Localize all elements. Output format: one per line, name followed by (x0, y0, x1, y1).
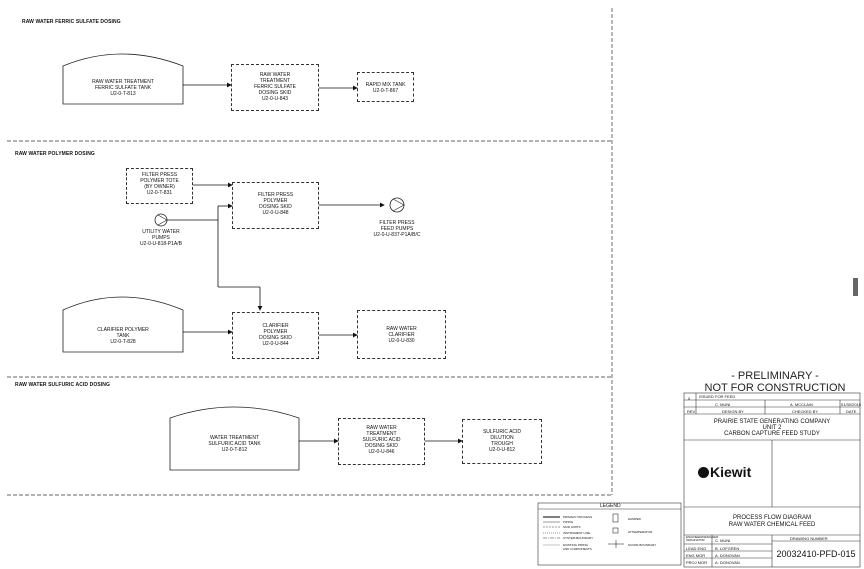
header-date: DATE (846, 409, 857, 414)
clarifier-polymer-tank: CLARIFIER POLYMER TANK U2-0-T-828 (97, 327, 149, 345)
clarifier-polymer-tank-shape (62, 296, 184, 353)
ferric-dosing-skid: RAW WATER TREATMENT FERRIC SULFATE DOSIN… (254, 72, 296, 102)
legend-existing-piping: EXISTING PIPING AND COMPONENTS (563, 543, 592, 551)
sulfuric-acid-tank: WATER TREATMENT SULFURIC ACID TANK U2-0-… (208, 435, 261, 453)
issue-date: 01/30/2015 (841, 402, 862, 407)
study-name: CARBON CAPTURE FEED STUDY (724, 431, 820, 437)
header-design-by: DESIGN BY (722, 409, 744, 414)
utility-water-pumps: UTILITY WATER PUMPS U2-0-U-818-P1A/B (140, 229, 182, 247)
filter-press-pump-symbol (389, 197, 405, 213)
ferric-tank-shape (62, 53, 184, 105)
checked-by: A. MCCLAIN (790, 402, 813, 407)
legend-frame (537, 502, 682, 566)
filter-press-polymer-tote: FILTER PRESS POLYMER TOTE (BY OWNER) U2-… (140, 172, 179, 196)
stamp-line-1: - PRELIMINARY - (731, 370, 819, 382)
drawing-title: PROCESS FLOW DIAGRAM RAW WATER CHEMICAL … (728, 515, 816, 528)
ferric-dosing-skid-box (231, 64, 319, 111)
header-checked-by: CHECKED BY (792, 409, 819, 414)
company-name: PRAIRIE STATE GENERATING COMPANY (713, 419, 831, 425)
name-lead-eng: B. LOFGREN (715, 546, 740, 551)
dilution-trough-box (462, 419, 542, 464)
raw-water-clarifier-box (357, 310, 446, 359)
kiewit-logo-icon (698, 467, 709, 478)
rev-number: 0 (688, 396, 691, 401)
sulfuric-acid-dosing-skid: RAW WATER TREATMENT SULFURIC ACID DOSING… (362, 425, 401, 455)
rapid-mix-tank: RAPID MIX TANK U2-0-T-867 (365, 82, 406, 94)
designed-by: C. MUNI (715, 402, 731, 407)
section-title-acid: RAW WATER SULFURIC ACID DOSING (15, 382, 110, 388)
legend-damper: DAMPER (628, 517, 641, 521)
section-title-polymer: RAW WATER POLYMER DOSING (15, 151, 95, 157)
legend-instrument-line: INSTRUMENT LINE (563, 531, 591, 535)
side-barcode (853, 278, 858, 296)
preliminary-stamp: - PRELIMINARY - NOT FOR CONSTRUCTION (680, 370, 864, 394)
unit-name: UNIT 2 (762, 425, 782, 431)
utility-water-pump-symbol (154, 213, 168, 227)
name-originator: C. MUNI (715, 538, 731, 543)
clarifier-skid-box (232, 312, 319, 359)
filter-press-feed-pumps: FILTER PRESS FEED PUMPS U2-0-U-837-P1A/B… (373, 220, 421, 238)
acid-dosing-skid-box (338, 418, 425, 465)
legend-skid-limits: SKID LIMITS (563, 525, 581, 529)
drawing-number: 20032410-PFD-015 (776, 549, 856, 559)
legend-piping: PIPING (563, 520, 574, 524)
legend-primary-process: PRIMARY PROCESS (563, 515, 593, 519)
ferric-sulfate-tank: RAW WATER TREATMENT FERRIC SULFATE TANK … (92, 79, 154, 97)
name-proj-mgr: A. DONOVAN (715, 560, 740, 565)
polymer-tote-box (126, 168, 193, 204)
project-info: PRAIRIE STATE GENERATING COMPANY UNIT 2 … (684, 419, 860, 437)
filter-press-dosing-skid: FILTER PRESS POLYMER DOSING SKID U2-0-U-… (257, 192, 294, 216)
drawing-number-label: DRAWING NUMBER (790, 536, 828, 541)
header-rev: REV (687, 409, 696, 414)
sulfuric-acid-dilution-trough: SULFURIC ACID DILUTION TROUGH U2-0-U-812 (482, 429, 522, 453)
rev-description: ISSUED FOR FEED (699, 394, 736, 399)
kiewit-logo: Kiewit (698, 464, 751, 480)
role-eng-mgr: ENG MGR (686, 553, 706, 558)
role-lead-eng: LEAD ENG (686, 546, 707, 551)
title-block-frame (683, 392, 861, 568)
role-originator: ENGINEER/DESIGNER ORIGINATOR (686, 535, 719, 542)
role-proj-mgr: PROJ MGR (686, 560, 708, 565)
name-eng-mgr: A. DONOVAN (715, 553, 740, 558)
sulfuric-acid-tank-shape (169, 406, 300, 471)
raw-water-clarifier: RAW WATER CLARIFIER U2-0-U-830 (386, 326, 417, 344)
section-boundaries (7, 8, 613, 496)
section-title-ferric: RAW WATER FERRIC SULFATE DOSING (22, 19, 121, 25)
legend-scope-boundary: SCOPE BOUNDARY (628, 543, 657, 547)
rapid-mix-tank-box (357, 72, 414, 102)
stamp-line-2: NOT FOR CONSTRUCTION (704, 382, 846, 394)
legend-system-boundary: SYSTEM BOUNDARY (563, 536, 594, 540)
legend-attemperator: ATTEMPERATOR (628, 530, 653, 534)
legend-title: LEGEND (600, 503, 621, 509)
filter-press-skid-box (232, 182, 319, 229)
clarifier-polymer-dosing-skid: CLARIFIER POLYMER DOSING SKID U2-0-U-844 (259, 323, 292, 347)
